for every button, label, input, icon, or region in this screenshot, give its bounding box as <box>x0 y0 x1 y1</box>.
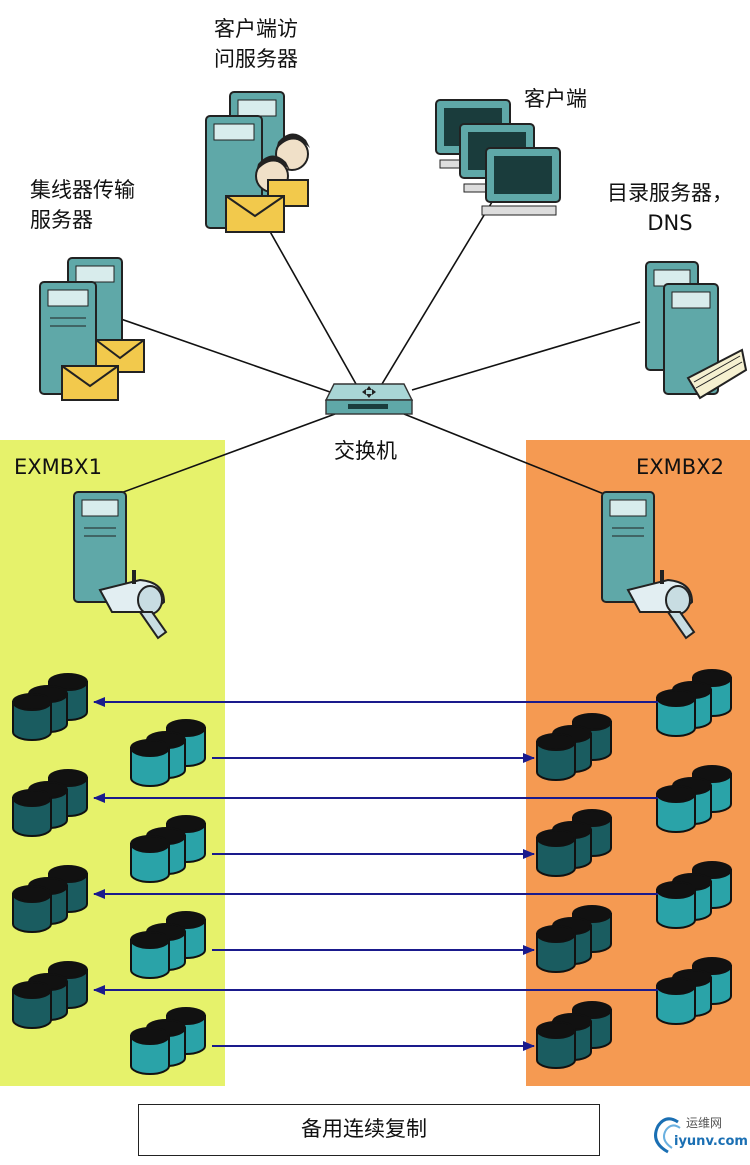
network-links <box>117 201 641 495</box>
legend: 备用连续复制 <box>138 1104 600 1156</box>
replication-arrows <box>93 697 658 1051</box>
directory-server-icon <box>645 261 748 400</box>
watermark-bottom-text: iyunv.com <box>674 1134 748 1149</box>
database-layer <box>12 669 732 1075</box>
database-stack-mbx1-active <box>12 961 88 1029</box>
database-stack-mbx2-source <box>656 669 732 737</box>
switch-label: 交换机 <box>334 439 397 463</box>
mbx1-label: EXMBX1 <box>14 455 102 479</box>
mailbox-server1-icon <box>73 491 168 640</box>
directory-dns-label: 目录服务器， DNS <box>607 181 733 235</box>
database-stack-mbx2-source <box>656 957 732 1025</box>
database-stack-mbx2-copy <box>536 713 612 781</box>
database-stack-mbx2-source <box>656 765 732 833</box>
database-stack-mbx1-passive-source <box>130 1007 206 1075</box>
client-computers-icon <box>435 99 561 216</box>
clients-label: 客户端 <box>524 87 587 111</box>
link-mbx2 <box>403 413 605 495</box>
watermark-logo: 运维网 iyunv.com <box>648 1112 748 1158</box>
mbx2-label: EXMBX2 <box>636 455 724 479</box>
legend-label: 备用连续复制 <box>301 1117 427 1141</box>
database-stack-mbx1-passive-source <box>130 719 206 787</box>
client-access-server-icon <box>205 91 310 233</box>
link-cas <box>267 227 357 385</box>
hub-transport-server-icon <box>39 257 145 401</box>
database-stack-mbx2-copy <box>536 905 612 973</box>
database-stack-mbx1-active <box>12 865 88 933</box>
switch-icon <box>324 383 414 415</box>
hub-transport-label: 集线器传输 服务器 <box>30 178 135 232</box>
database-stack-mbx1-active <box>12 673 88 741</box>
link-hub-transport <box>117 317 331 393</box>
watermark-swirl-icon <box>654 1117 681 1154</box>
database-stack-mbx2-copy <box>536 1001 612 1069</box>
watermark-top-text: 运维网 <box>686 1116 723 1130</box>
link-mbx1 <box>117 413 336 495</box>
database-stack-mbx1-passive-source <box>130 911 206 979</box>
database-stack-mbx2-copy <box>536 809 612 877</box>
database-stack-mbx1-passive-source <box>130 815 206 883</box>
link-clients <box>381 201 493 385</box>
database-stack-mbx2-source <box>656 861 732 929</box>
link-directory <box>411 321 641 391</box>
cas-label: 客户端访 问服务器 <box>214 17 298 71</box>
mailbox-server2-icon <box>601 491 696 640</box>
database-stack-mbx1-active <box>12 769 88 837</box>
